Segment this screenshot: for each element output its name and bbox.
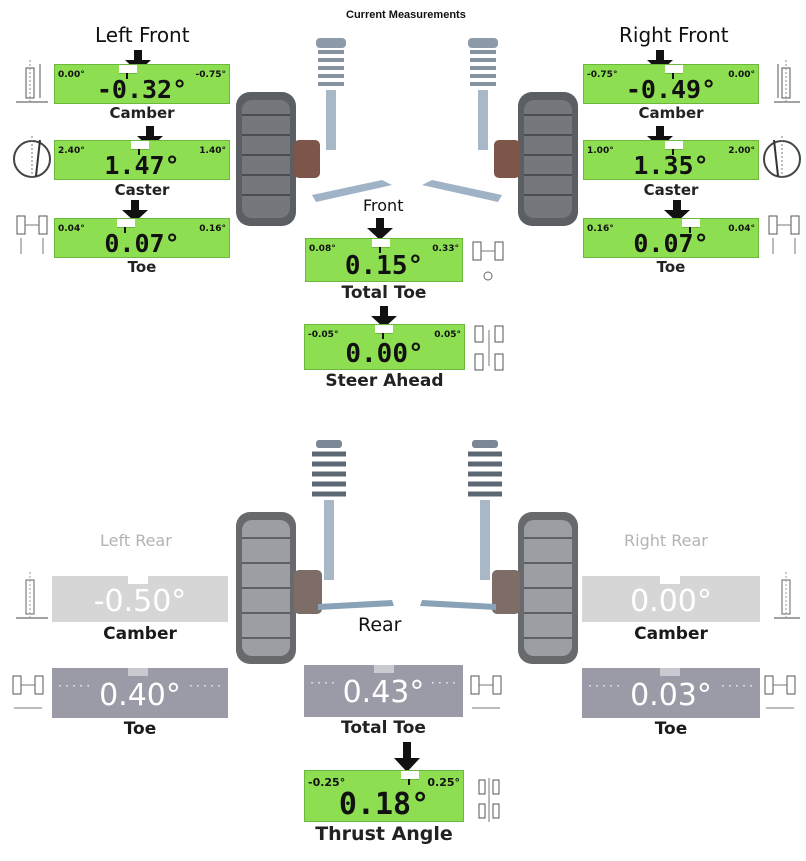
left-front-caster-pointer-icon <box>137 126 163 148</box>
gauge-max-value: 0.33° <box>432 244 459 254</box>
right-rear-toe-gauge[interactable]: ····· ····· 0.03° <box>582 668 760 718</box>
gauge-max-value: 2.00° <box>728 146 755 156</box>
gauge-reading: 0.07° <box>633 229 709 258</box>
steer-ahead-gauge[interactable]: -0.05° 0.05° 0.00° <box>304 324 465 370</box>
total-toe-diagram-icon <box>470 675 502 709</box>
right-front-toe-pointer-icon <box>664 200 690 222</box>
gauge-min-value: -0.25° <box>308 776 346 789</box>
rear-heading: Rear <box>358 614 402 636</box>
right-front-camber-pointer-icon <box>647 50 673 72</box>
right-front-toe-gauge[interactable]: 0.16° 0.04° 0.07° <box>583 218 759 258</box>
camber-diagram-icon <box>16 60 48 103</box>
thrust-angle-gauge[interactable]: -0.25° 0.25° 0.18° <box>304 770 464 822</box>
total-toe-diagram-icon <box>472 241 504 281</box>
left-front-toe-pointer-icon <box>122 200 148 222</box>
left-front-toe-label: Toe <box>127 258 157 276</box>
toe-diagram-icon <box>12 675 44 709</box>
camber-diagram-icon <box>774 572 800 619</box>
right-rear-heading: Right Rear <box>624 531 708 550</box>
steer-ahead-label: Steer Ahead <box>325 371 444 391</box>
camber-diagram-icon <box>774 60 800 103</box>
thrust-angle-diagram-icon <box>478 778 500 822</box>
gauge-reading: 0.07° <box>104 229 180 258</box>
gauge-min-value: 0.04° <box>58 224 85 234</box>
caster-diagram-icon <box>13 136 51 178</box>
rear-suspension-illustration <box>236 440 578 664</box>
right-front-caster-pointer-icon <box>647 126 673 148</box>
toe-diagram-icon <box>764 675 796 709</box>
gauge-reading: 0.15° <box>344 251 424 281</box>
gauge-reading: 0.03° <box>630 678 712 713</box>
gauge-min-value: 0.08° <box>309 244 336 254</box>
left-front-toe-gauge[interactable]: 0.04° 0.16° 0.07° <box>54 218 230 258</box>
camber-diagram-icon <box>16 572 48 619</box>
left-front-camber-gauge[interactable]: 0.00° -0.75° -0.32° <box>54 64 230 104</box>
front-suspension-illustration <box>236 38 578 226</box>
gauge-reading: 1.35° <box>633 151 709 180</box>
gauge-reading: 0.43° <box>342 675 425 710</box>
gauge-max-value: 0.16° <box>199 224 226 234</box>
thrust-angle-pointer-icon <box>394 742 420 772</box>
toe-diagram-icon <box>16 215 48 254</box>
right-front-caster-gauge[interactable]: 1.00° 2.00° 1.35° <box>583 140 759 180</box>
steer-ahead-pointer-icon <box>371 306 397 328</box>
right-front-toe-label: Toe <box>656 258 686 276</box>
steer-ahead-diagram-icon <box>474 325 504 371</box>
front-total-toe-label: Total Toe <box>341 283 427 303</box>
gauge-reading: 0.18° <box>338 787 430 822</box>
gauge-reading: -0.32° <box>96 75 188 104</box>
rear-total-toe-gauge[interactable]: ···· ···· 0.43° <box>304 665 463 717</box>
left-front-heading: Left Front <box>95 23 190 47</box>
left-rear-heading: Left Rear <box>100 531 172 550</box>
right-rear-camber-gauge[interactable]: 0.00° <box>582 576 760 622</box>
front-total-toe-gauge[interactable]: 0.08° 0.33° 0.15° <box>305 238 463 282</box>
gauge-min-value: 0.16° <box>587 224 614 234</box>
right-rear-camber-label: Camber <box>634 624 708 644</box>
rear-total-toe-label: Total Toe <box>341 718 426 738</box>
thrust-angle-label: Thrust Angle <box>315 823 453 845</box>
front-total-toe-pointer-icon <box>367 218 393 240</box>
left-rear-toe-label: Toe <box>123 719 157 739</box>
gauge-min-value: -0.05° <box>308 330 339 340</box>
gauge-max-value: 0.00° <box>728 70 755 80</box>
left-rear-toe-gauge[interactable]: ····· ····· 0.40° <box>52 668 228 718</box>
left-front-caster-label: Caster <box>114 181 170 199</box>
gauge-max-value: 0.05° <box>434 330 461 340</box>
front-heading: Front <box>363 196 404 215</box>
right-front-heading: Right Front <box>619 23 729 47</box>
caster-diagram-icon <box>763 136 801 178</box>
gauge-min-value: 1.00° <box>587 146 614 156</box>
right-front-camber-gauge[interactable]: -0.75° 0.00° -0.49° <box>583 64 759 104</box>
gauge-reading: -0.49° <box>625 75 717 104</box>
left-front-camber-label: Camber <box>109 104 175 122</box>
gauge-max-value: 0.25° <box>427 776 460 789</box>
left-rear-camber-gauge[interactable]: -0.50° <box>52 576 228 622</box>
gauge-max-value: 0.04° <box>728 224 755 234</box>
left-rear-camber-label: Camber <box>103 624 177 644</box>
left-front-caster-gauge[interactable]: 2.40° 1.40° 1.47° <box>54 140 230 180</box>
gauge-min-value: -0.75° <box>587 70 618 80</box>
page-title: Current Measurements <box>346 9 466 21</box>
left-front-camber-pointer-icon <box>125 50 151 72</box>
toe-diagram-icon <box>768 215 800 254</box>
gauge-reading: -0.50° <box>93 584 187 619</box>
gauge-max-value: 1.40° <box>199 146 226 156</box>
gauge-reading: 0.40° <box>99 678 181 713</box>
gauge-min-value: 0.00° <box>58 70 85 80</box>
gauge-reading: 1.47° <box>104 151 180 180</box>
right-front-camber-label: Camber <box>638 104 704 122</box>
gauge-min-value: 2.40° <box>58 146 85 156</box>
gauge-reading: 0.00° <box>630 584 712 619</box>
gauge-reading: 0.00° <box>345 339 424 369</box>
gauge-max-value: -0.75° <box>195 70 226 80</box>
right-front-caster-label: Caster <box>643 181 699 199</box>
right-rear-toe-label: Toe <box>654 719 688 739</box>
